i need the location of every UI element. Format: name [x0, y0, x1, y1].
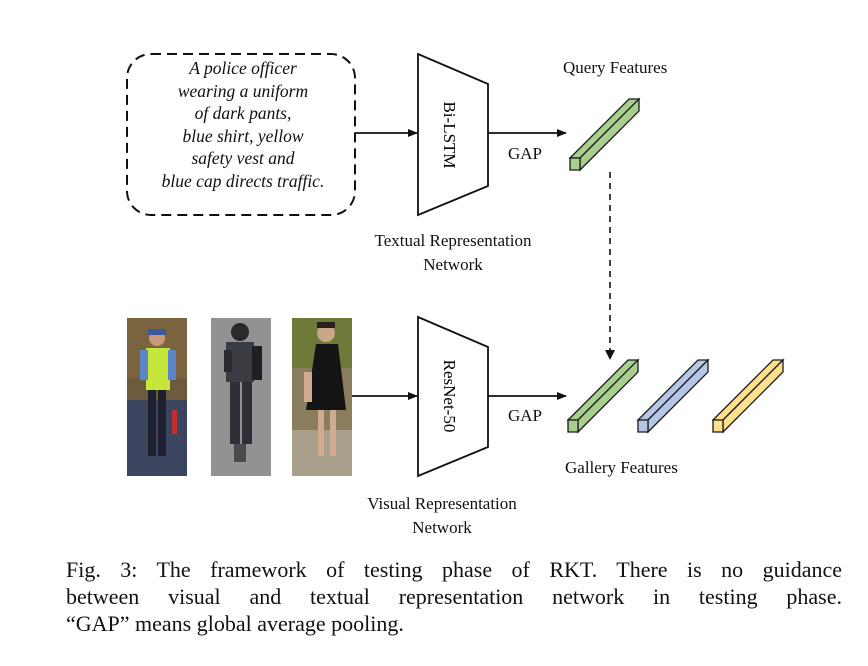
query-feature-bar — [568, 97, 641, 172]
visual-network-title: Visual Representation Network — [342, 494, 542, 538]
gallery-feature-bar-3 — [711, 358, 785, 434]
query-line-4: blue shirt, yellow — [182, 125, 304, 146]
gallery-feature-bar-2 — [636, 358, 710, 434]
query-line-2: wearing a uniform — [177, 80, 309, 101]
query-text-box — [126, 53, 356, 216]
pedestrian-image-3 — [292, 318, 352, 476]
figure-caption: Fig. 3: The framework of testing phase o… — [66, 556, 842, 637]
caption-line-3: “GAP” means global average pooling. — [66, 611, 404, 636]
dashed-arrow-head — [605, 350, 615, 360]
textual-network-title-line2: Network — [423, 255, 483, 274]
query-sentence: A police officer wearing a uniform of da… — [130, 57, 356, 192]
pedestrian-image-2 — [211, 318, 271, 476]
textual-network-title-line1: Textual Representation — [374, 231, 532, 250]
caption-line-2: between visual and textual representatio… — [66, 584, 842, 609]
visual-gap-label: GAP — [508, 406, 543, 425]
textual-network-title: Textual Representation Network — [348, 231, 558, 275]
query-line-1: A police officer — [189, 58, 297, 78]
pedestrian-image-1 — [127, 318, 187, 476]
query-line-3: of dark pants, — [194, 103, 292, 123]
query-features-label: Query Features — [563, 58, 668, 77]
query-line-5: safety vest and — [191, 148, 295, 168]
resnet-label: ResNet-50 — [440, 360, 459, 433]
visual-network-title-line1: Visual Representation — [367, 494, 517, 513]
query-line-6: blue cap directs traffic. — [161, 170, 325, 191]
gallery-feature-bar-1 — [566, 358, 640, 434]
bilstm-block — [417, 52, 489, 217]
visual-network-title-line2: Network — [412, 518, 472, 537]
textual-gap-label: GAP — [508, 144, 543, 163]
resnet-block — [417, 315, 489, 478]
bilstm-label: Bi-LSTM — [440, 101, 459, 168]
caption-line-1: Fig. 3: The framework of testing phase o… — [66, 557, 842, 582]
gallery-features-label: Gallery Features — [565, 458, 678, 477]
